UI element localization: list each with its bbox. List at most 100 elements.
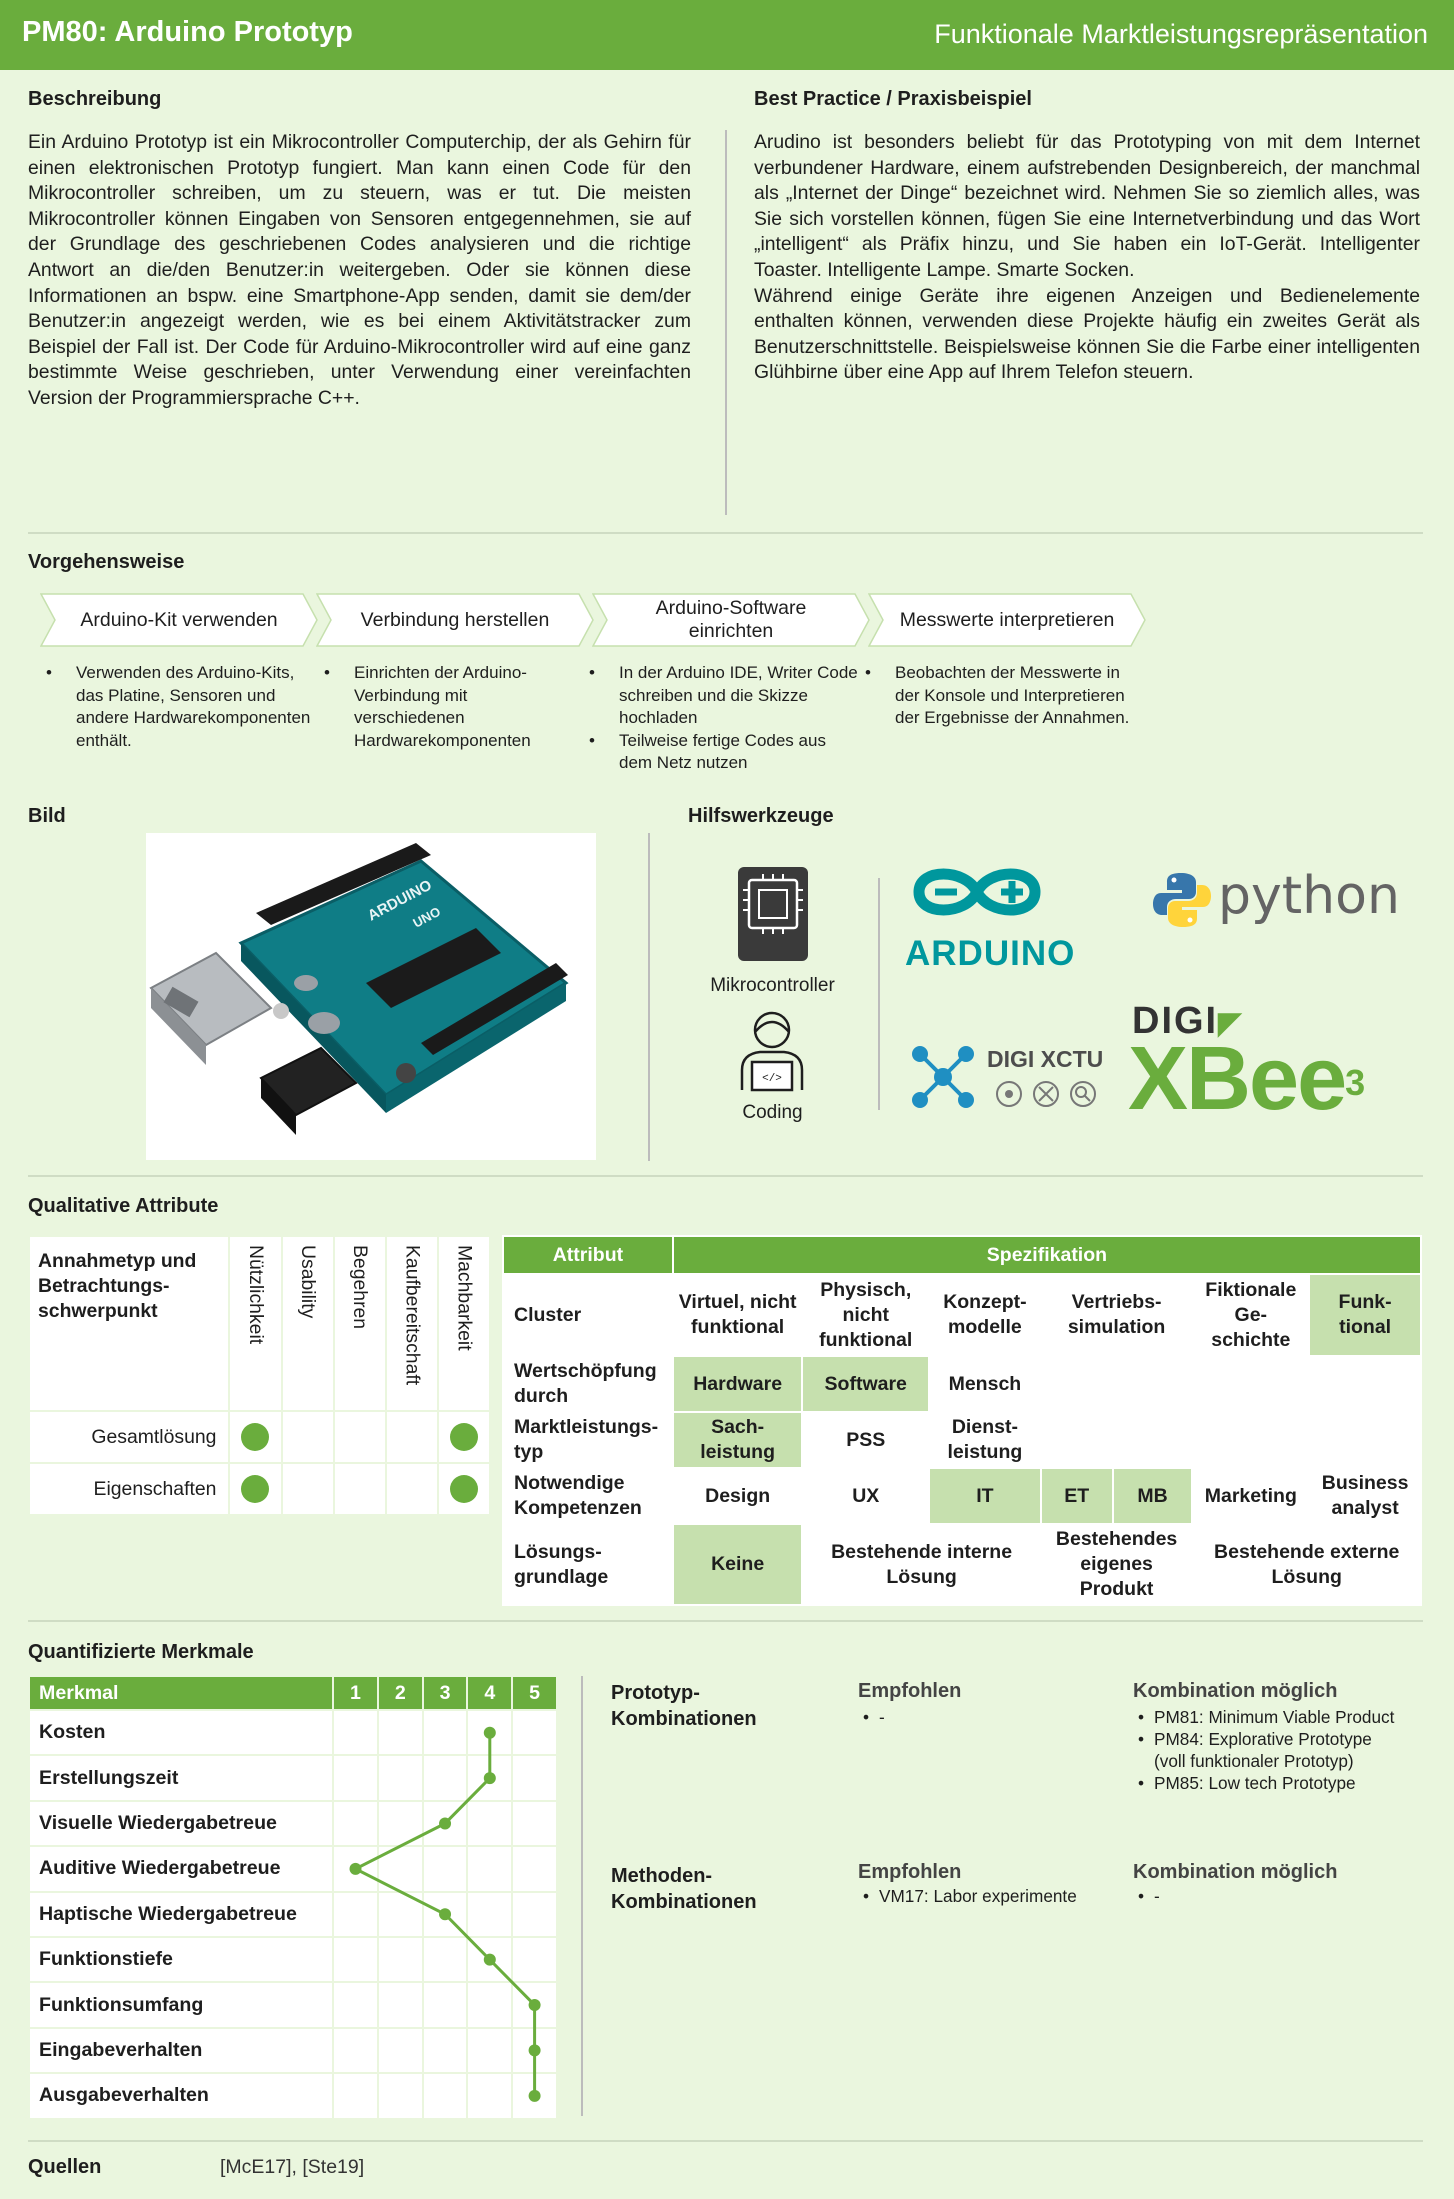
table-cell-highlight: ET — [1039, 1467, 1114, 1525]
row-label: Lösungs-grundlage — [502, 1523, 674, 1606]
microcontroller-icon — [737, 866, 809, 962]
table-cell: Marketing — [1191, 1467, 1311, 1525]
list-item: - — [859, 1706, 1059, 1728]
indicator-dot — [449, 1475, 478, 1503]
merkmal-name: Visuelle Wiedergabetreue — [27, 1799, 335, 1848]
list-item: Teilweise fertige Codes aus dem Netz nut… — [589, 730, 859, 775]
row-label: Eigenschaften — [27, 1462, 231, 1516]
table-cell: Vertriebs-simulation — [1039, 1273, 1194, 1357]
step-2-bullets: Einrichten der Arduino-Verbindung mit ve… — [324, 662, 574, 752]
table-row: Eingabeverhalten — [27, 2026, 558, 2075]
merkmal-name: Erstellungszeit — [27, 1754, 335, 1802]
table-cell — [1039, 1411, 1114, 1469]
chevron-shape — [40, 593, 318, 647]
table-cell — [1308, 1411, 1422, 1469]
merkmal-table: Merkmal 1 2 3 4 5 Kosten Erstellungszeit… — [27, 1675, 558, 2120]
list-item: PM85: Low tech Prototype — [1134, 1772, 1404, 1794]
merkmal-name: Ausgabeverhalten — [27, 2072, 335, 2120]
methoden-kombi-label: Methoden-Kombinationen — [611, 1865, 757, 1913]
merkmal-header: Merkmal — [27, 1675, 335, 1711]
header-bar: PM80: Arduino Prototyp Funktionale Markt… — [0, 0, 1454, 70]
table-row: Notwendige Kompetenzen Design UX IT ET M… — [502, 1467, 1422, 1525]
table-row: Lösungs-grundlage Keine Bestehende inter… — [502, 1523, 1422, 1606]
arduino-uno-board-icon: ARDUINO UNO — [149, 843, 569, 1135]
list-item: PM81: Minimum Viable Product — [1134, 1706, 1404, 1728]
dot-cell — [436, 1410, 492, 1464]
quellen-label: Quellen — [28, 2156, 102, 2178]
dot-cell — [228, 1462, 283, 1516]
annahme-corner: Annahmetyp und Betrachtungs-schwerpunkt — [27, 1235, 231, 1412]
divider — [28, 2140, 1423, 2142]
table-row: Gesamtlösung — [27, 1410, 492, 1464]
scale-1: 1 — [332, 1675, 379, 1711]
qual-heading: Qualitative Attribute — [28, 1195, 219, 1217]
table-cell: Virtuel, nicht funktional — [671, 1273, 804, 1357]
best-practice-p1: Arudino ist besonders beliebt für das Pr… — [754, 131, 1420, 281]
table-cell-highlight: MB — [1111, 1467, 1194, 1525]
merkmal-name: Funktionsumfang — [27, 1981, 335, 2029]
step-title: Arduino-Software einrichten — [655, 597, 807, 642]
table-row: Haptische Wiedergabetreue — [27, 1890, 558, 1938]
process-step-2: Verbindung herstellen — [316, 593, 594, 647]
empfohlen-label: Empfohlen — [858, 1680, 962, 1702]
quant-heading: Quantifizierte Merkmale — [28, 1641, 254, 1663]
table-cell — [1191, 1411, 1311, 1469]
table-row: Kosten — [27, 1708, 558, 1757]
row-label: Cluster — [502, 1273, 674, 1357]
step-1-bullets: Verwenden des Arduino-Kits, das Platine,… — [46, 662, 311, 752]
scale-2: 2 — [376, 1675, 424, 1711]
spezifikation-header: Spezifikation — [671, 1235, 1423, 1275]
hilfs-heading: Hilfswerkzeuge — [688, 805, 834, 827]
indicator-dot — [449, 1423, 478, 1451]
chevron-shape — [316, 593, 594, 647]
arduino-logo: ARDUINO — [905, 860, 1074, 973]
proto-moeglich-list: PM81: Minimum Viable Product PM84: Explo… — [1134, 1706, 1404, 1794]
table-row: Funktionsumfang — [27, 1981, 558, 2029]
empfohlen-label: Empfohlen — [858, 1861, 962, 1883]
kombination-moeglich-label: Kombination möglich — [1133, 1680, 1338, 1702]
digi-text: DIGI — [1132, 1000, 1219, 1042]
table-cell: UX — [801, 1467, 931, 1525]
table-cell: Bestehende externe Lösung — [1191, 1523, 1422, 1606]
row-label: Wertschöpfung durch — [502, 1355, 674, 1413]
xctu-network-icon — [908, 1042, 978, 1112]
xbee-wordmark: XBee3 — [1128, 1034, 1365, 1124]
table-row: Ausgabeverhalten — [27, 2072, 558, 2120]
mikrocontroller-label: Mikrocontroller — [710, 975, 835, 996]
process-step-1: Arduino-Kit verwenden — [40, 593, 318, 647]
table-row: Auditive Wiedergabetreue — [27, 1845, 558, 1893]
table-cell: Fiktionale Ge-schichte — [1191, 1273, 1311, 1357]
beschreibung-text: Ein Arduino Prototyp ist ein Mikrocontro… — [28, 131, 691, 409]
page-title: PM80: Arduino Prototyp — [22, 16, 353, 48]
digi-slash-icon: ◤ — [1218, 1007, 1244, 1040]
row-label: Gesamtlösung — [27, 1410, 231, 1464]
divider — [28, 532, 1423, 534]
row-label: Notwendige Kompetenzen — [502, 1467, 674, 1525]
attribut-header: Attribut — [502, 1235, 674, 1275]
col-nuetzlichkeit: Nützlichkeit — [228, 1235, 283, 1412]
best-practice-text: Arudino ist besonders beliebt für das Pr… — [754, 130, 1420, 386]
xbee-version: 3 — [1345, 1062, 1365, 1103]
merkmal-name: Funktionstiefe — [27, 1935, 335, 1984]
prototyp-kombi-label: Prototyp-Kombinationen — [611, 1682, 757, 1730]
merkmal-name: Auditive Wiedergabetreue — [27, 1845, 335, 1893]
merkmal-name: Haptische Wiedergabetreue — [27, 1890, 335, 1938]
python-wordmark: python — [1218, 866, 1400, 926]
divider — [878, 878, 880, 1110]
digi-wordmark: DIGI◤ — [1132, 1000, 1243, 1043]
table-cell-highlight: Hardware — [671, 1355, 804, 1413]
divider — [725, 130, 727, 515]
merkmal-name: Kosten — [27, 1708, 335, 1757]
arduino-board-image: ARDUINO UNO — [146, 833, 596, 1160]
step-4-bullets: Beobachten der Messwerte in der Konsole … — [865, 662, 1135, 730]
table-row: Erstellungszeit — [27, 1754, 558, 1802]
step-title: Arduino-Kit verwenden — [80, 608, 278, 631]
scale-3: 3 — [421, 1675, 469, 1711]
table-cell — [1191, 1355, 1311, 1413]
proto-empfohlen-list: - — [859, 1706, 1059, 1728]
table-cell — [1039, 1355, 1114, 1413]
table-row: Visuelle Wiedergabetreue — [27, 1799, 558, 1848]
table-cell: Business analyst — [1308, 1467, 1422, 1525]
page-subtitle: Funktionale Marktleistungsrepräsentation — [934, 19, 1428, 49]
digi-xctu-wordmark: DIGI XCTU — [987, 1046, 1104, 1072]
